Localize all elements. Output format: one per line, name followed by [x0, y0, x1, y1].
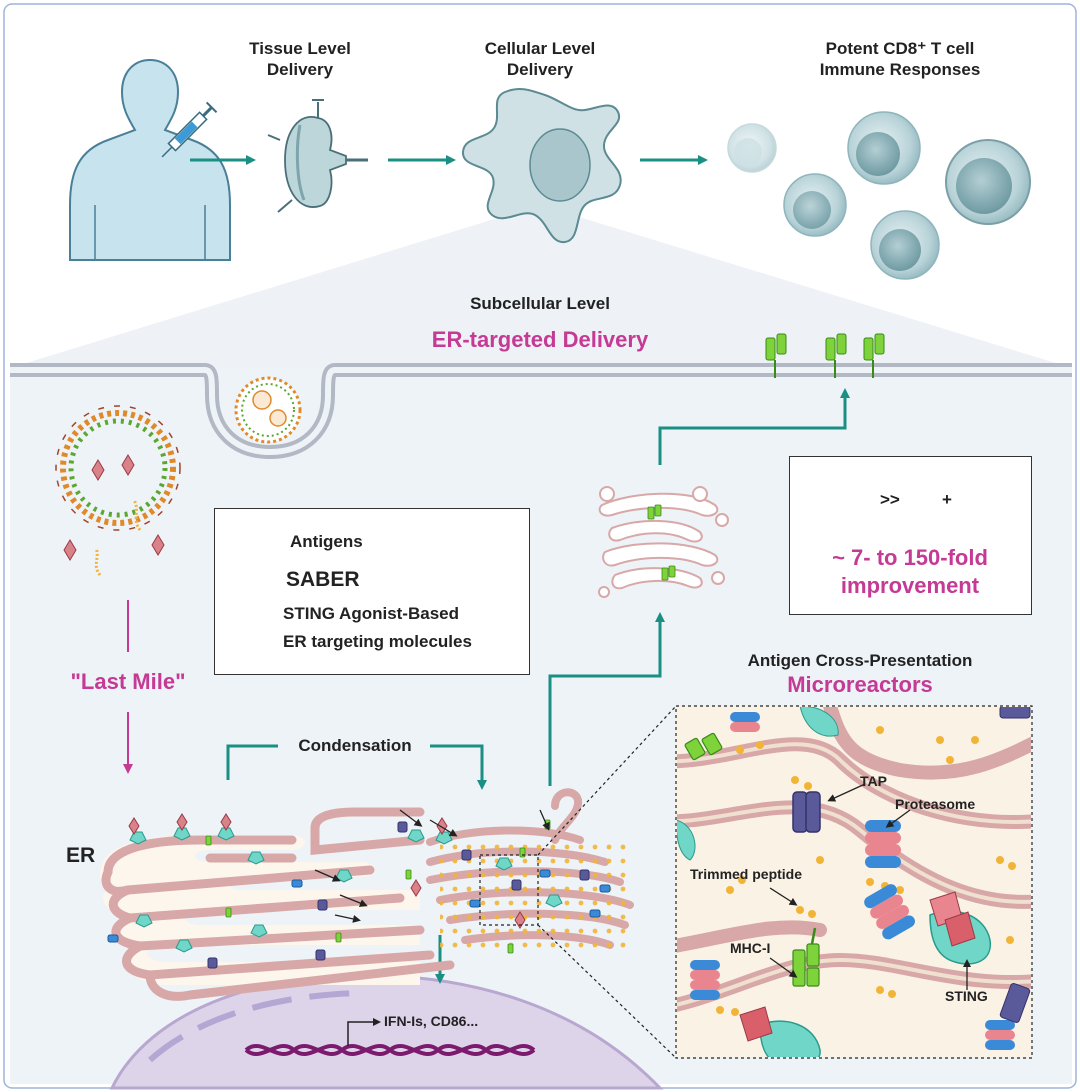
- mhc-i-icon: [684, 732, 820, 987]
- legend-saber-desc2: ER targeting molecules: [283, 632, 472, 651]
- legend-box: [214, 508, 530, 675]
- tap-partial-icon: [999, 707, 1031, 1023]
- improvement-line2: improvement: [840, 572, 980, 598]
- panel-pointer-arrows: [769, 783, 971, 990]
- cellular-level-label: Cellular Level Delivery: [450, 38, 630, 81]
- last-mile-label: "Last Mile": [70, 669, 186, 694]
- legend-saber: SABER: [286, 568, 360, 591]
- lymph-node-icon: [267, 99, 368, 213]
- trimmed-peptide-label: Trimmed peptide: [690, 866, 803, 882]
- tissue-line1: Tissue Level: [249, 39, 351, 58]
- cellular-line2: Delivery: [506, 60, 574, 80]
- zoom-wedge: [10, 205, 1072, 368]
- legend-antigens: Antigens: [290, 532, 363, 551]
- golgi-mhc-i-icon: [647, 504, 676, 581]
- nanoparticle-icon: [55, 405, 181, 576]
- potent-response-label: Potent CD8⁺ T cell Immune Responses: [790, 38, 1010, 81]
- plasma-membrane: [10, 363, 1072, 460]
- microreactor-line1: Antigen Cross-Presentation: [747, 651, 973, 670]
- er-protein-icons: [107, 813, 611, 969]
- improvement-text: ~ 7- to 150-fold improvement: [790, 544, 1030, 599]
- sting-label: STING: [945, 988, 988, 1004]
- condensation-label: Condensation: [298, 736, 412, 755]
- er-targeted-subtitle: ER-targeted Delivery: [431, 327, 649, 352]
- microreactor-panel: [675, 705, 1033, 1059]
- tissue-line2: Delivery: [266, 60, 334, 80]
- sting-icon: [677, 707, 991, 1057]
- cellular-line1: Cellular Level: [484, 39, 596, 58]
- tap-icon: [792, 791, 821, 833]
- condensate-dots: [440, 840, 630, 950]
- arrow-to-golgi: [548, 612, 665, 786]
- mhc-i-label: MHC-I: [730, 940, 771, 956]
- potent-line2: Immune Responses: [819, 60, 981, 80]
- subcellular-title: Subcellular Level: [470, 294, 610, 313]
- condensation-arrow: [226, 744, 482, 786]
- improvement-line1: ~ 7- to 150-fold: [832, 545, 988, 570]
- microreactor-title: Antigen Cross-Presentation Microreactors: [700, 650, 1020, 699]
- promoter-arrow: [347, 1018, 381, 1046]
- improvement-box: [789, 456, 1032, 615]
- membrane-mhc-i-icon: [765, 333, 885, 378]
- t-cell-icon: [727, 111, 1031, 280]
- improvement-plus: +: [942, 490, 952, 509]
- zoom-selection-box: [479, 854, 539, 926]
- proteasome-icon: [690, 712, 1015, 1050]
- tissue-level-label: Tissue Level Delivery: [210, 38, 390, 81]
- dendritic-cell-icon: [461, 87, 622, 244]
- gene-label: IFN-Is, CD86...: [384, 1013, 479, 1029]
- improvement-ratio: >>: [880, 490, 900, 509]
- arrow-to-membrane: [658, 388, 850, 465]
- dna-icon: [244, 1043, 536, 1057]
- tap-label: TAP: [860, 773, 887, 789]
- er-label: ER: [66, 844, 96, 867]
- er-trafficking-arrows: [314, 809, 550, 923]
- human-silhouette-icon: [69, 58, 231, 261]
- endocytosed-nanoparticle-icon: [234, 376, 302, 444]
- syringe-icon: [161, 101, 218, 158]
- microreactor-line2: Microreactors: [787, 672, 933, 698]
- legend-saber-desc1: STING Agonist-Based: [283, 604, 459, 623]
- proteasome-label: Proteasome: [895, 796, 976, 812]
- potent-line1: Potent CD8⁺ T cell: [825, 39, 975, 58]
- golgi-apparatus-icon: [598, 486, 729, 598]
